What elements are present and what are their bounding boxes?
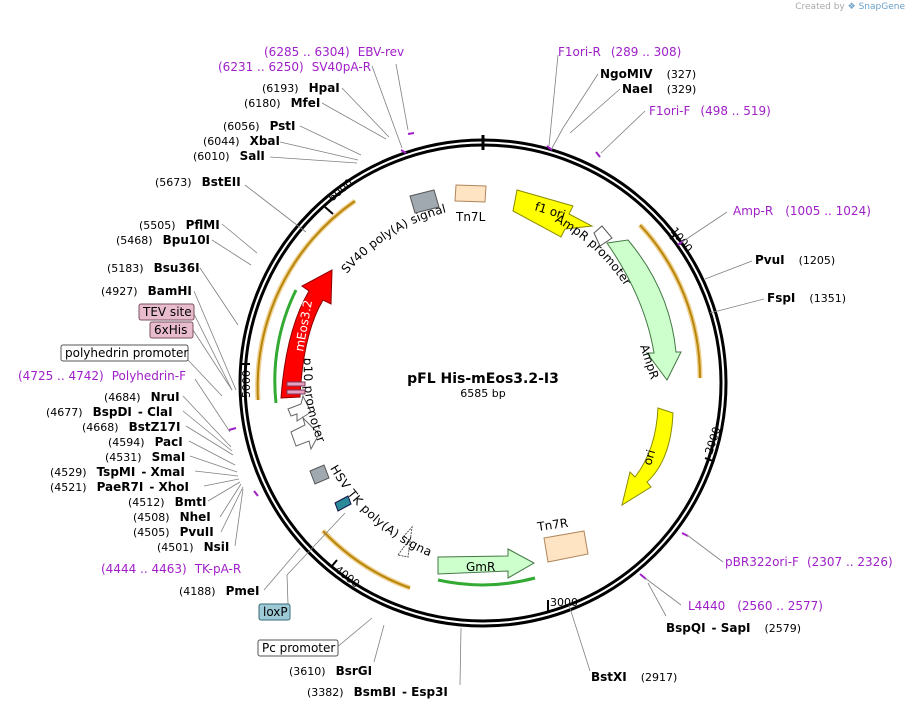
site-tspmi: (4529)TspMI- XmaI [50, 465, 185, 479]
primer-amp-r: Amp-R(1005 .. 1024) [733, 204, 871, 218]
site-bsmbi: (3382)BsmBI- Esp3I [307, 685, 448, 699]
site-bspqi: BspQI- SapI(2579) [666, 621, 801, 635]
ori-label: ori [640, 448, 658, 467]
primer-f1ori-r: F1ori-R(289 .. 308) [558, 45, 681, 59]
tev-site-mark [286, 389, 306, 395]
site-bstz17i: (4668)BstZ17I [82, 420, 180, 434]
primer-polyhedrin-f: (4725 .. 4742)Polyhedrin-F [18, 369, 186, 383]
credit-prefix: Created by [795, 2, 845, 12]
primer-f1ori-f: F1ori-F(498 .. 519) [649, 104, 771, 118]
tick-label-3000: 3000 [550, 596, 578, 609]
feature-label-pc-promoter: Pc promoter [257, 639, 339, 657]
gmr-label: GmR [466, 560, 495, 574]
site-ngomiv: NgoMIV(327) [600, 67, 696, 81]
f1-ori-arrow [512, 189, 594, 238]
site-pvuii: (4505)PvuII [133, 525, 214, 539]
feature-label-6xhis: 6xHis [149, 321, 194, 339]
site-smai: (4531)SmaI [105, 450, 185, 464]
tick-6000: 6000 [324, 176, 355, 215]
svg-text:loxP: loxP [263, 605, 288, 619]
site-fspi: FspI(1351) [767, 291, 846, 305]
promoter-arrow-upper [287, 394, 312, 422]
site-bsrgi: (3610)BsrGI [289, 664, 372, 678]
primer-marks [228, 132, 689, 580]
tick-5000: 5000 [240, 363, 253, 398]
tick-3000: 3000 [547, 596, 578, 611]
svg-text:polyhedrin promoter: polyhedrin promoter [65, 346, 188, 360]
promoter-arrow-lower [290, 416, 320, 451]
leader-lines [182, 54, 765, 686]
site-bmti: (4512)BmtI [128, 495, 206, 509]
arc-orange-right [639, 224, 702, 379]
tn7r-label: Tn7R [535, 516, 569, 534]
site-hpai: (6193)HpaI [262, 81, 340, 95]
site-bspdi: (4677)BspDI- ClaI [46, 405, 173, 419]
site-bstxi: BstXI(2917) [591, 670, 677, 684]
tick-2000: 2000 [702, 425, 724, 462]
site-paci: (4594)PacI [108, 435, 183, 449]
site-bsteii: (5673)BstEII [155, 175, 241, 189]
site-paer7i: (4521)PaeR7I- XhoI [50, 480, 189, 494]
primer-pbr322ori-f: pBR322ori-F(2307 .. 2326) [725, 555, 893, 569]
primer-tk-pa-r: (4444 .. 4463)TK-pA-R [101, 562, 241, 576]
svg-text:TEV site: TEV site [142, 305, 192, 319]
credit-brand: SnapGene [858, 2, 905, 12]
site-bamhi: (4927)BamHI [101, 284, 192, 298]
plasmid-length: 6585 bp [460, 387, 505, 400]
arc-green-left [273, 289, 298, 404]
credit-label: Created by ❖ SnapGene [795, 2, 905, 12]
site-nsii: (4501)NsiI [157, 540, 229, 554]
arc-orange-left [256, 200, 356, 401]
primer-l4440: L4440(2560 .. 2577) [688, 599, 823, 613]
site-nhei: (4508)NheI [133, 510, 211, 524]
site-naei: NaeI(329) [622, 82, 696, 96]
feature-label-loxp: loxP [258, 603, 291, 621]
site-bsu36i: (5183)Bsu36I [107, 261, 200, 275]
ori-arrow [621, 407, 674, 507]
ampr-promoter-shape [593, 225, 613, 247]
tn7l-box [454, 184, 487, 203]
svg-text:6xHis: 6xHis [154, 323, 187, 337]
sv40-polya-label: SV40 poly(A) signal [339, 202, 448, 276]
gray-box-lower [309, 464, 330, 485]
tn7l-label: Tn7L [455, 210, 486, 224]
gmr-arrow [437, 548, 536, 579]
meos3-2-arrow [280, 269, 333, 399]
feature-label-polyhedrin-promoter: polyhedrin promoter [60, 344, 189, 362]
tick-label-5000: 5000 [240, 370, 253, 398]
snapgene-logo-icon: ❖ [847, 2, 856, 12]
hsv-tk-shape [397, 525, 413, 558]
site-pflmi: (5505)PflMI [139, 218, 220, 232]
site-sali: (6010)SalI [193, 149, 265, 163]
site-xbai: (6044)XbaI [203, 134, 280, 148]
primer-sv40pa-r: (6231 .. 6250)SV40pA-R [218, 60, 371, 74]
arc-green-bottom [437, 576, 536, 587]
plasmid-name: pFL His-mEos3.2-I3 [407, 371, 559, 387]
tn7r-box [543, 530, 589, 563]
arc-orange-bottom [322, 530, 411, 589]
loxp-mark [334, 495, 352, 512]
primer-ebv-rev: (6285 .. 6304)EBV-rev [264, 45, 404, 59]
site-nrui: (4684)NruI [104, 390, 180, 404]
his-tag-mark [286, 381, 306, 387]
gray-box-upper [409, 189, 440, 214]
site-mfei: (6180)MfeI [244, 96, 320, 110]
site-bpu10i: (5468)Bpu10I [116, 233, 210, 247]
feature-label-tev-site: TEV site [138, 303, 195, 321]
site-pvui: PvuI(1205) [755, 253, 835, 267]
ampr-arrow [606, 239, 682, 381]
svg-text:Pc promoter: Pc promoter [262, 641, 335, 655]
site-pmei: (4188)PmeI [179, 584, 259, 598]
site-psti: (6056)PstI [223, 119, 296, 133]
